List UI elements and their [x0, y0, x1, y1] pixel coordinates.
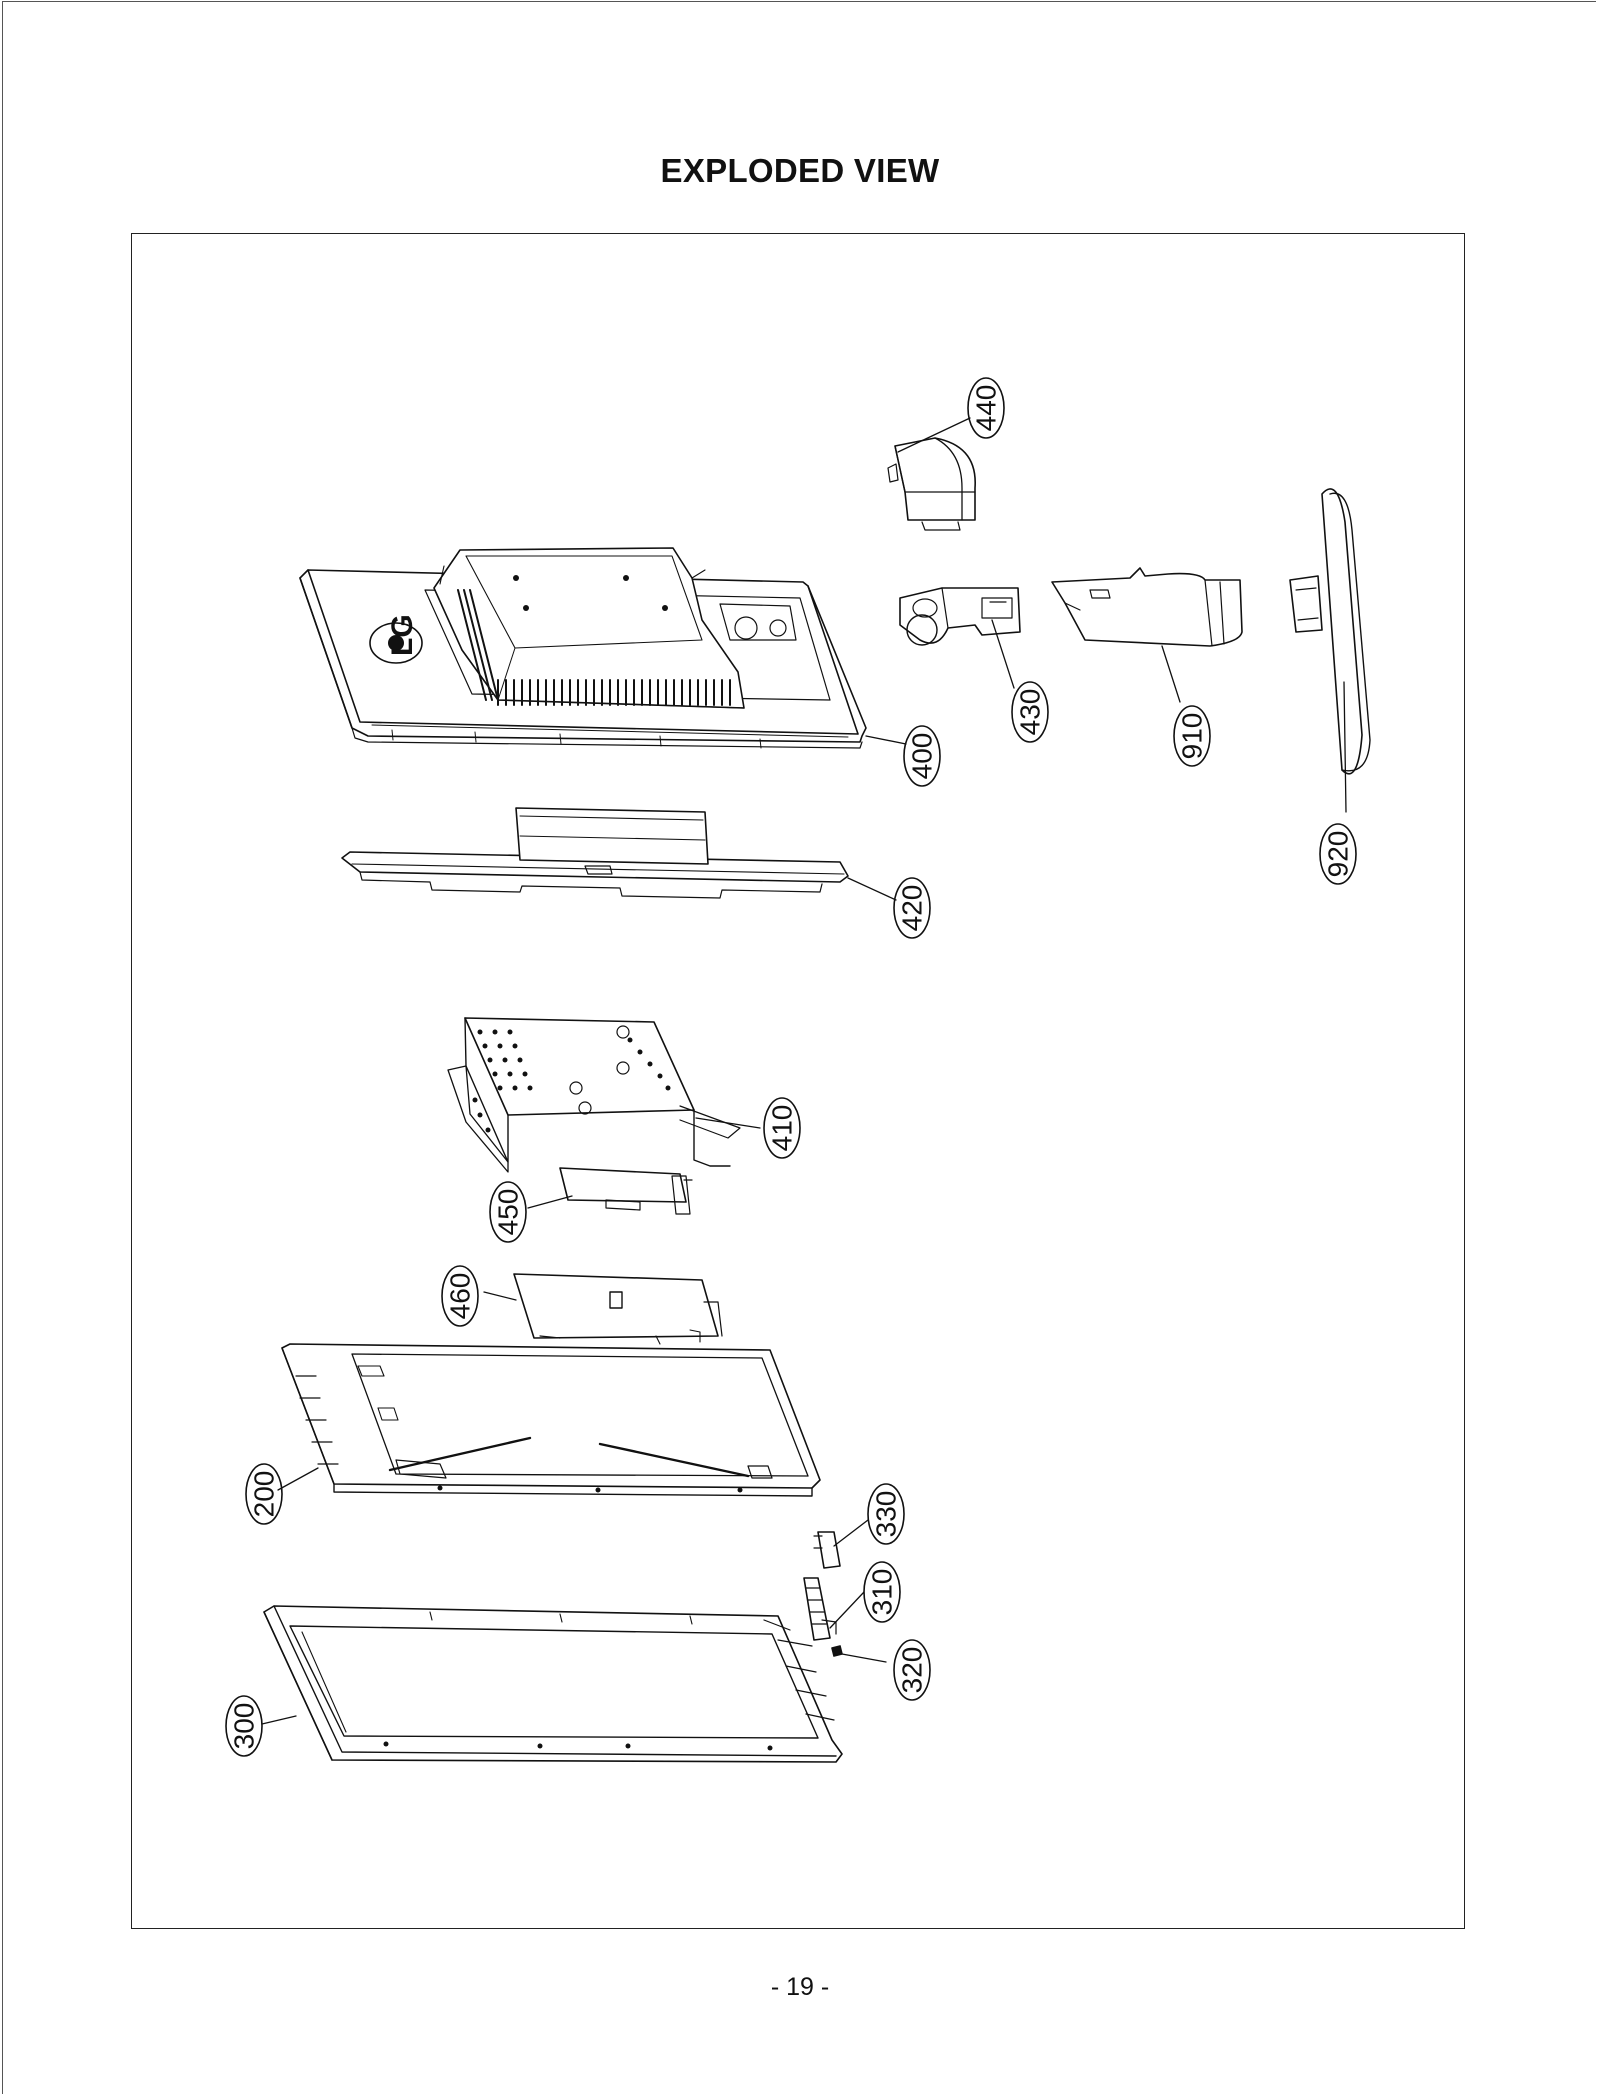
callout-920: 920 [1319, 823, 1357, 885]
callout-920-label: 920 [1323, 831, 1354, 878]
part-400-back-cover: LG [299, 547, 867, 749]
callout-420-label: 420 [897, 885, 928, 932]
callout-450-label: 450 [493, 1189, 524, 1236]
part-420-bracket [341, 807, 849, 899]
part-320-button [831, 1645, 843, 1657]
part-330-button-bracket [813, 1531, 841, 1569]
page-title: EXPLODED VIEW [660, 152, 940, 189]
callout-400-label: 400 [907, 733, 938, 780]
callout-410: 410 [763, 1097, 801, 1159]
part-440-hinge-cover [887, 437, 976, 531]
callout-430-label: 430 [1015, 689, 1046, 736]
part-460-main-pcb [513, 1273, 723, 1345]
callout-300-label: 300 [229, 1703, 260, 1750]
callout-330: 330 [867, 1483, 905, 1545]
callout-310-label: 310 [867, 1569, 898, 1616]
callout-440-label: 440 [971, 385, 1002, 432]
callout-330-label: 330 [871, 1491, 902, 1538]
leader-lines [261, 417, 1347, 1725]
callout-910: 910 [1173, 705, 1211, 767]
callout-200-label: 200 [249, 1471, 280, 1518]
callout-460: 460 [441, 1265, 479, 1327]
callout-460-label: 460 [445, 1273, 476, 1320]
lg-logo-icon: LG [369, 614, 423, 664]
callout-450: 450 [489, 1181, 527, 1243]
part-310-control-pcb [803, 1577, 837, 1641]
part-410-shield [447, 1017, 741, 1173]
callout-200: 200 [245, 1463, 283, 1525]
callout-320: 320 [893, 1639, 931, 1701]
callout-910-label: 910 [1177, 713, 1208, 760]
lg-logo-text: LG [386, 614, 419, 656]
callout-440: 440 [967, 377, 1005, 439]
callout-320-label: 320 [897, 1647, 928, 1694]
callout-420: 420 [893, 877, 931, 939]
page-number: - 19 - [770, 1973, 830, 2001]
callout-300: 300 [225, 1695, 263, 1757]
part-300-front-cabinet [263, 1605, 843, 1763]
callout-400: 400 [903, 725, 941, 787]
part-450-small-pcb [559, 1167, 693, 1215]
part-910-stand-neck [1051, 567, 1243, 647]
part-920-stand-base [1289, 488, 1371, 775]
part-200-panel [281, 1343, 821, 1497]
diagram-frame [131, 233, 1465, 1929]
callout-430: 430 [1011, 681, 1049, 743]
part-430-hinge [899, 587, 1021, 646]
callout-310: 310 [863, 1561, 901, 1623]
callout-410-label: 410 [767, 1105, 798, 1152]
